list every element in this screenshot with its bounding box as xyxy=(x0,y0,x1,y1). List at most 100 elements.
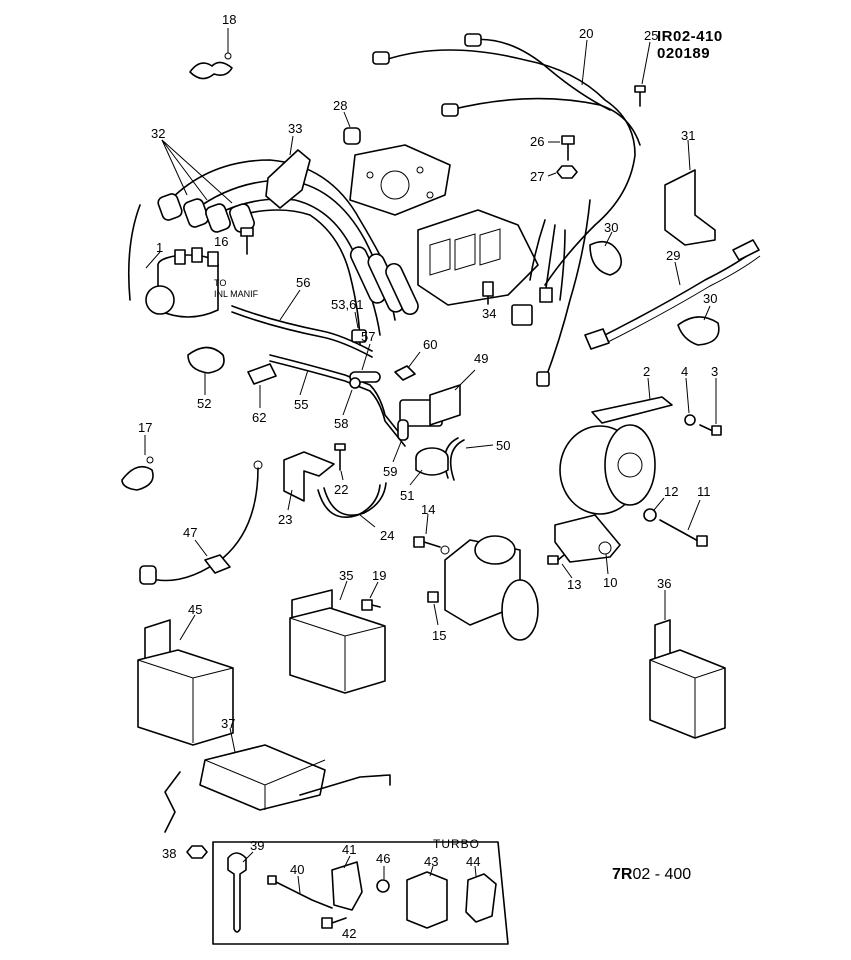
cable-part-24 xyxy=(317,482,387,528)
screw-part-25 xyxy=(634,41,651,107)
hose-part-59 xyxy=(392,419,409,463)
connector-part-58 xyxy=(342,377,361,416)
clamp-part-30-lower xyxy=(677,305,720,346)
callout-1: 1 xyxy=(156,240,163,255)
cylinder-head-sketch xyxy=(417,209,539,306)
diagram-date-code: 020189 xyxy=(657,45,711,62)
plug-wire-bundle xyxy=(349,246,419,316)
callout-3: 3 xyxy=(711,364,718,379)
callout-30-lower: 30 xyxy=(703,291,717,306)
callout-19: 19 xyxy=(372,568,386,583)
plug-cap-part-39 xyxy=(227,851,254,933)
callout-18: 18 xyxy=(222,12,236,27)
callout-43: 43 xyxy=(424,854,438,869)
bolt-part-26 xyxy=(548,135,575,161)
hose-clamp-part-52 xyxy=(187,346,225,395)
bolt-part-42 xyxy=(321,917,347,929)
distributor-part-1 xyxy=(127,204,219,318)
sensor-part-47 xyxy=(139,460,263,585)
wire-separator-part-33 xyxy=(265,135,311,209)
bracket-part-41 xyxy=(331,855,363,911)
fitting-part-53-61 xyxy=(351,311,367,343)
callout-11: 11 xyxy=(697,484,711,499)
bracket-part-31 xyxy=(664,139,716,246)
callout-2: 2 xyxy=(643,364,650,379)
callout-58: 58 xyxy=(334,416,348,431)
callout-34: 34 xyxy=(482,306,496,321)
callout-35: 35 xyxy=(339,568,353,583)
bolt-part-14 xyxy=(413,513,450,555)
callout-30-upper: 30 xyxy=(604,220,618,235)
starter-motor xyxy=(444,535,539,641)
canister-part-51 xyxy=(409,447,449,486)
callout-labels: 18 20 25 28 32 33 26 27 31 16 1 30 29 30… xyxy=(138,12,718,941)
bracket-part-10 xyxy=(554,514,621,575)
vacuum-hose-part-55 xyxy=(269,354,406,447)
relay-part-35 xyxy=(289,580,386,694)
hose-part-50 xyxy=(443,437,494,481)
spark-plug-part-34 xyxy=(482,281,494,305)
clip-part-18 xyxy=(189,28,233,80)
callout-32: 32 xyxy=(151,126,165,141)
relay-part-36 xyxy=(649,590,726,739)
lead-part-40 xyxy=(267,875,333,909)
braided-cable-part-29 xyxy=(584,239,761,350)
page-reference-code: 7R02 - 400 xyxy=(612,866,691,884)
callout-15: 15 xyxy=(432,628,446,643)
screw-part-22 xyxy=(334,443,346,481)
callout-46: 46 xyxy=(376,851,390,866)
nut-part-27 xyxy=(547,165,578,179)
callout-36: 36 xyxy=(657,576,671,591)
clip-part-60 xyxy=(394,351,421,381)
callout-12: 12 xyxy=(664,484,678,499)
callout-40: 40 xyxy=(290,862,304,877)
callout-22: 22 xyxy=(334,482,348,497)
bolt-part-11 xyxy=(659,499,708,547)
callout-4: 4 xyxy=(681,364,688,379)
callout-37: 37 xyxy=(221,716,235,731)
wiring-harness-part-20 xyxy=(372,33,641,387)
callout-57: 57 xyxy=(361,329,375,344)
vacuum-switch-part-49 xyxy=(399,369,476,427)
solenoid-part-43 xyxy=(406,865,448,929)
screw-part-19 xyxy=(361,581,381,611)
adjust-bracket-part-2 xyxy=(591,377,673,424)
callout-39: 39 xyxy=(250,838,264,853)
alternator xyxy=(559,424,656,515)
connector-part-44 xyxy=(465,865,497,923)
control-unit-part-37 xyxy=(164,727,391,833)
callout-55: 55 xyxy=(294,397,308,412)
manifold-note-line2: INL MANIF xyxy=(214,289,259,299)
nut-part-46 xyxy=(376,866,390,893)
callout-24: 24 xyxy=(380,528,394,543)
callout-27: 27 xyxy=(530,169,544,184)
bolt-part-3 xyxy=(699,378,722,436)
callout-29: 29 xyxy=(666,248,680,263)
washer-part-4 xyxy=(684,377,696,426)
turbo-label: TURBO xyxy=(433,837,480,851)
washer-part-12 xyxy=(643,497,665,522)
diagram-code: IR02-410 xyxy=(657,28,723,45)
callout-50: 50 xyxy=(496,438,510,453)
callout-49: 49 xyxy=(474,351,488,366)
bracket-part-62 xyxy=(247,363,277,408)
bracket-part-23 xyxy=(283,451,335,511)
callout-59: 59 xyxy=(383,464,397,479)
callout-25: 25 xyxy=(644,28,658,43)
clamp-part-30-upper xyxy=(589,231,623,276)
callout-33: 33 xyxy=(288,121,302,136)
callout-60: 60 xyxy=(423,337,437,352)
relay-part-45 xyxy=(137,614,234,746)
callout-62: 62 xyxy=(252,410,266,425)
callout-16: 16 xyxy=(214,234,228,249)
screw-part-16 xyxy=(240,227,254,255)
callout-26: 26 xyxy=(530,134,544,149)
callout-13: 13 xyxy=(567,577,581,592)
grommet-part-28 xyxy=(343,111,451,216)
callout-20: 20 xyxy=(579,26,593,41)
callout-38: 38 xyxy=(162,846,176,861)
nut-part-15 xyxy=(427,591,439,626)
callout-17: 17 xyxy=(138,420,152,435)
nut-part-38 xyxy=(186,845,208,859)
